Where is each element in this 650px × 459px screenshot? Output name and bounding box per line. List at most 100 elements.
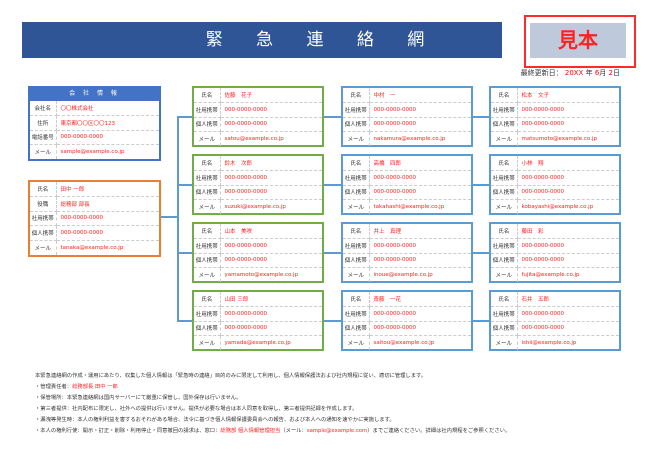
field-label: 住所 xyxy=(30,115,57,131)
table-row: 氏名斎藤 一花 xyxy=(343,292,471,307)
notes-manager: ・管理責任者：総務部長 田中 一郎 xyxy=(35,382,510,393)
member-name: 松本 文子 xyxy=(517,88,619,103)
member-work: 000-0000-0000 xyxy=(517,238,619,254)
field-value: 東京都〇〇区〇〇123 xyxy=(56,115,159,131)
member-name: 小林 翔 xyxy=(517,156,619,171)
member-name: 高橋 四郎 xyxy=(369,156,471,171)
rights-text-3: ）までご連絡ください。詳細は社内規程をご参照ください。 xyxy=(367,428,511,434)
connector-line xyxy=(177,116,192,118)
table-row: 氏名藤田 彩 xyxy=(491,224,619,239)
connector-line xyxy=(177,252,192,254)
company-info-header: 会 社 情 報 xyxy=(30,88,159,101)
field-label: 役職 xyxy=(30,196,57,212)
sample-stamp-text: 見本 xyxy=(530,23,626,58)
field-label: 個人携帯 xyxy=(491,117,518,132)
member-name: 石井 五郎 xyxy=(517,292,619,307)
field-value: 000-0000-0000 xyxy=(56,225,159,241)
table-row: 氏名佐藤 花子 xyxy=(194,88,322,103)
field-label: 電話番号 xyxy=(30,130,57,145)
field-value: sample@example.co.jp xyxy=(60,149,125,155)
day-unit: 日 xyxy=(613,69,620,77)
field-label: 社用携帯 xyxy=(343,170,370,186)
last-updated: 最終更新日： 20XX 年 6月 2日 xyxy=(521,68,620,78)
field-label: 個人携帯 xyxy=(343,185,370,200)
member-work: 000-0000-0000 xyxy=(369,238,471,254)
rights-email[interactable]: sample@example.com xyxy=(306,428,368,434)
member-email: inoue@example.co.jp xyxy=(373,272,433,278)
field-value: tanaka@example.co.jp xyxy=(60,244,124,251)
member-work: 000-0000-0000 xyxy=(220,170,322,186)
table-row: 氏名中村 一 xyxy=(343,88,471,103)
notes-third-party: ・第三者提供：社内配布に限定し、社外への提供は行いません。提供が必要な場合は本人… xyxy=(35,406,358,412)
field-label: 社用携帯 xyxy=(491,102,518,118)
member-work: 000-0000-0000 xyxy=(220,306,322,322)
connector-line xyxy=(177,116,179,321)
updated-month: 6 xyxy=(594,69,600,77)
member-work: 000-0000-0000 xyxy=(517,306,619,322)
field-label: 社用携帯 xyxy=(491,238,518,254)
field-label: 社用携帯 xyxy=(343,306,370,322)
field-label: 氏名 xyxy=(194,88,221,103)
field-label: メール xyxy=(30,240,57,255)
field-label: メール xyxy=(194,335,221,350)
connector-line xyxy=(324,184,341,186)
table-row: 氏名鈴木 次郎 xyxy=(194,156,322,171)
field-label: メール xyxy=(194,267,221,282)
member-mobile: 000-0000-0000 xyxy=(220,253,322,268)
member-mobile: 000-0000-0000 xyxy=(517,253,619,268)
manager-name: 総務部長 田中 一郎 xyxy=(72,384,118,390)
member-email: matsumoto@example.co.jp xyxy=(521,136,597,142)
field-label: 個人携帯 xyxy=(194,117,221,132)
member-email: kobayashi@example.co.jp xyxy=(521,204,594,210)
member-email: satou@example.co.jp xyxy=(224,136,284,142)
field-label: 氏名 xyxy=(194,224,221,239)
year-unit: 年 xyxy=(585,69,593,77)
field-label: メール xyxy=(491,131,518,146)
table-row: 氏名松本 文子 xyxy=(491,88,619,103)
field-label: メール xyxy=(491,199,518,214)
field-label: 個人携帯 xyxy=(343,253,370,268)
rights-text-2: （メール： xyxy=(280,428,307,434)
table-row: 氏名石井 五郎 xyxy=(491,292,619,307)
page-title: 緊 急 連 絡 網 xyxy=(22,22,502,58)
member-name: 斎藤 一花 xyxy=(369,292,471,307)
field-value: 〇〇株式会社 xyxy=(56,101,159,116)
table-row: 氏名高橋 四郎 xyxy=(343,156,471,171)
member-work: 000-0000-0000 xyxy=(220,102,322,118)
field-label: 社用携帯 xyxy=(30,211,57,226)
member-work: 000-0000-0000 xyxy=(369,306,471,322)
notes-intro: 本緊急連絡網の作成・運用にあたり、収集した個人情報は「緊急時の連絡」目的のみに限… xyxy=(35,373,427,379)
member-email: yamada@example.co.jp xyxy=(224,340,291,346)
member-mobile: 000-0000-0000 xyxy=(369,117,471,132)
member-mobile: 000-0000-0000 xyxy=(517,117,619,132)
member-email: yamamoto@example.co.jp xyxy=(224,272,299,278)
member-name: 藤田 彩 xyxy=(517,224,619,239)
member-mobile: 000-0000-0000 xyxy=(220,117,322,132)
field-label: 個人携帯 xyxy=(343,117,370,132)
connector-line xyxy=(473,116,489,118)
field-label: 氏名 xyxy=(343,88,370,103)
